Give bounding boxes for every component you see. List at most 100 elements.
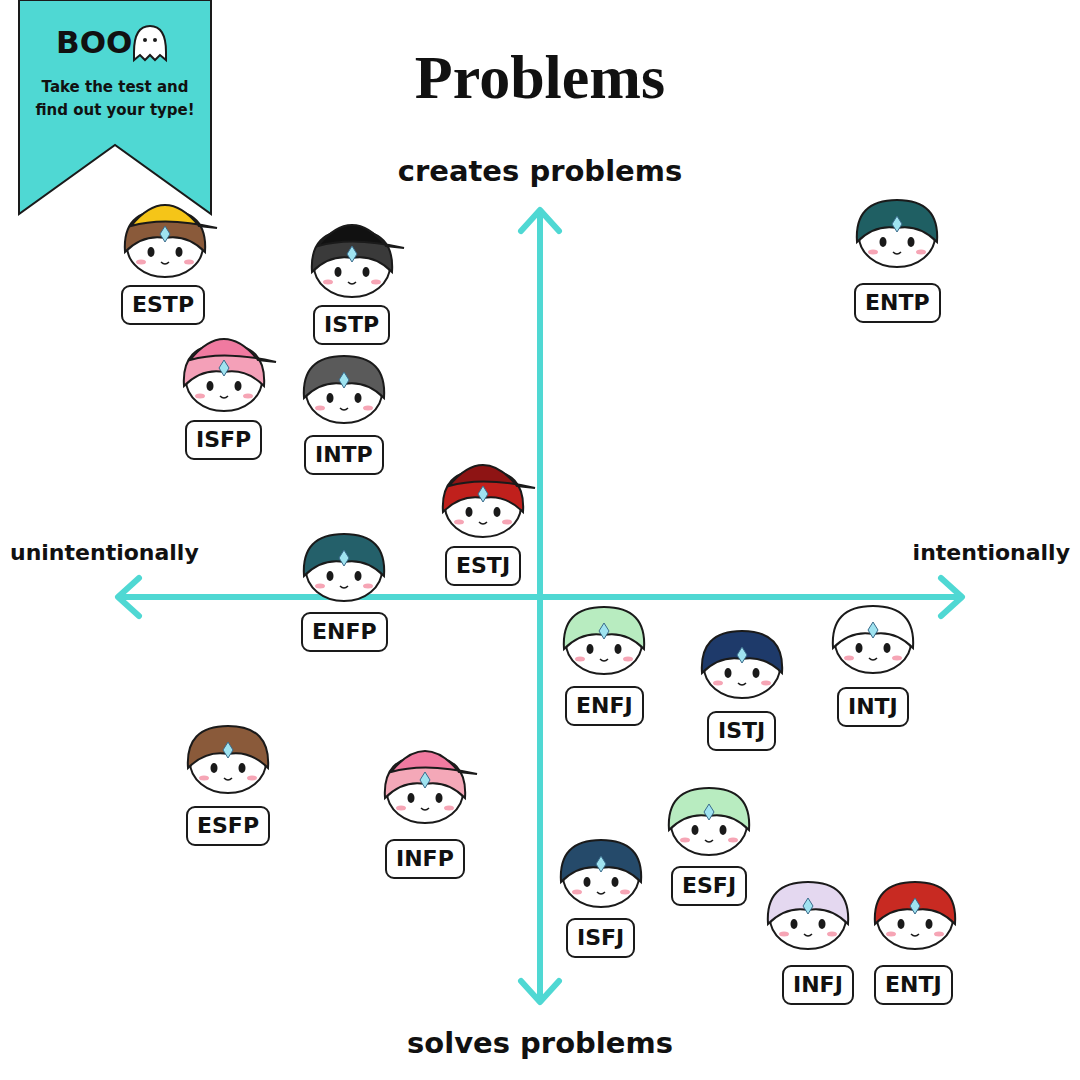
face-eye: [327, 393, 334, 403]
face-mouth: [597, 892, 605, 894]
type-name: ISFJ: [577, 925, 624, 950]
face-eye: [466, 507, 473, 517]
type-label: ESTJ: [445, 546, 521, 586]
type-name: ESTP: [132, 292, 194, 317]
face-blush: [396, 806, 406, 811]
type-name: ENFP: [312, 619, 377, 644]
face-mouth: [421, 808, 429, 810]
face-eye: [926, 919, 933, 929]
face-blush: [575, 657, 585, 662]
face-crystal: [892, 216, 902, 232]
face-blush: [761, 681, 771, 686]
face-eye: [692, 825, 699, 835]
face-blush: [844, 656, 854, 661]
face-blush: [315, 584, 325, 589]
face-blush: [243, 394, 253, 399]
horizontal-axis: [120, 594, 960, 600]
face-hair: [304, 356, 384, 398]
type-name: ENFJ: [576, 693, 633, 718]
face-blush: [934, 932, 944, 937]
face-blush: [136, 260, 146, 265]
face-eye: [584, 877, 591, 887]
face-mouth: [738, 683, 746, 685]
type-label: INTJ: [837, 687, 909, 727]
face-eye: [235, 381, 242, 391]
face-mouth: [893, 252, 901, 254]
face-mouth: [911, 934, 919, 936]
face-mouth: [705, 840, 713, 842]
type-label: INFP: [385, 839, 465, 879]
face-hair: [564, 607, 644, 649]
face-blush: [779, 932, 789, 937]
face-hat: [318, 225, 404, 248]
face-crystal: [910, 898, 920, 914]
face-eye: [791, 919, 798, 929]
face-eye: [355, 393, 362, 403]
face-blush: [454, 520, 464, 525]
face-hat: [449, 465, 535, 488]
face-crystal: [339, 550, 349, 566]
face-mouth: [224, 778, 232, 780]
face-eye: [335, 267, 342, 277]
face-mouth: [161, 262, 169, 264]
type-label: INTP: [304, 435, 384, 475]
face-eye: [612, 877, 619, 887]
face-blush: [184, 260, 194, 265]
type-name: INTP: [315, 442, 373, 467]
face-blush: [728, 838, 738, 843]
face-eye: [408, 793, 415, 803]
face-blush: [502, 520, 512, 525]
face-crystal: [737, 647, 747, 663]
face-crystal: [347, 246, 357, 262]
type-name: INFJ: [793, 972, 843, 997]
face-blush: [680, 838, 690, 843]
face-hair: [188, 726, 268, 768]
face-blush: [371, 280, 381, 285]
face-eye: [207, 381, 214, 391]
face-eye: [363, 267, 370, 277]
face-eye: [327, 571, 334, 581]
face-blush: [620, 890, 630, 895]
face-eye: [355, 571, 362, 581]
face-hair: [702, 631, 782, 673]
face-crystal: [339, 372, 349, 388]
type-name: ENTJ: [885, 972, 942, 997]
type-name: INTJ: [848, 694, 898, 719]
axis-label: intentionally: [913, 540, 1070, 565]
face-hair: [304, 534, 384, 576]
face-blush: [572, 890, 582, 895]
face-blush: [363, 584, 373, 589]
face-mouth: [479, 522, 487, 524]
type-label: INFJ: [782, 965, 854, 1005]
face-crystal: [599, 623, 609, 639]
type-name: ISFP: [196, 427, 251, 452]
face-eye: [494, 507, 501, 517]
type-label: ENTP: [854, 283, 941, 323]
axis-arrowhead: [521, 981, 559, 1002]
face-crystal: [704, 804, 714, 820]
face-eye: [176, 247, 183, 257]
axis-arrowhead: [941, 578, 962, 616]
face-blush: [315, 406, 325, 411]
face-eye: [436, 793, 443, 803]
face-hair: [768, 882, 848, 924]
type-label: ENFP: [301, 612, 388, 652]
face-eye: [898, 919, 905, 929]
type-name: ISTJ: [718, 718, 765, 743]
face-crystal: [219, 360, 229, 376]
type-label: ISFP: [185, 420, 262, 460]
face-blush: [868, 250, 878, 255]
face-mouth: [348, 282, 356, 284]
face-mouth: [340, 408, 348, 410]
face-eye: [615, 644, 622, 654]
face-blush: [713, 681, 723, 686]
face-mouth: [804, 934, 812, 936]
face-hair: [833, 606, 913, 648]
axis-label: unintentionally: [10, 540, 199, 565]
type-name: ISTP: [324, 312, 379, 337]
type-name: INFP: [396, 846, 454, 871]
face-hair: [669, 788, 749, 830]
face-mouth: [220, 396, 228, 398]
ribbon-banner: BOOTake the test and find out your type!: [18, 0, 212, 216]
face-eye: [753, 668, 760, 678]
